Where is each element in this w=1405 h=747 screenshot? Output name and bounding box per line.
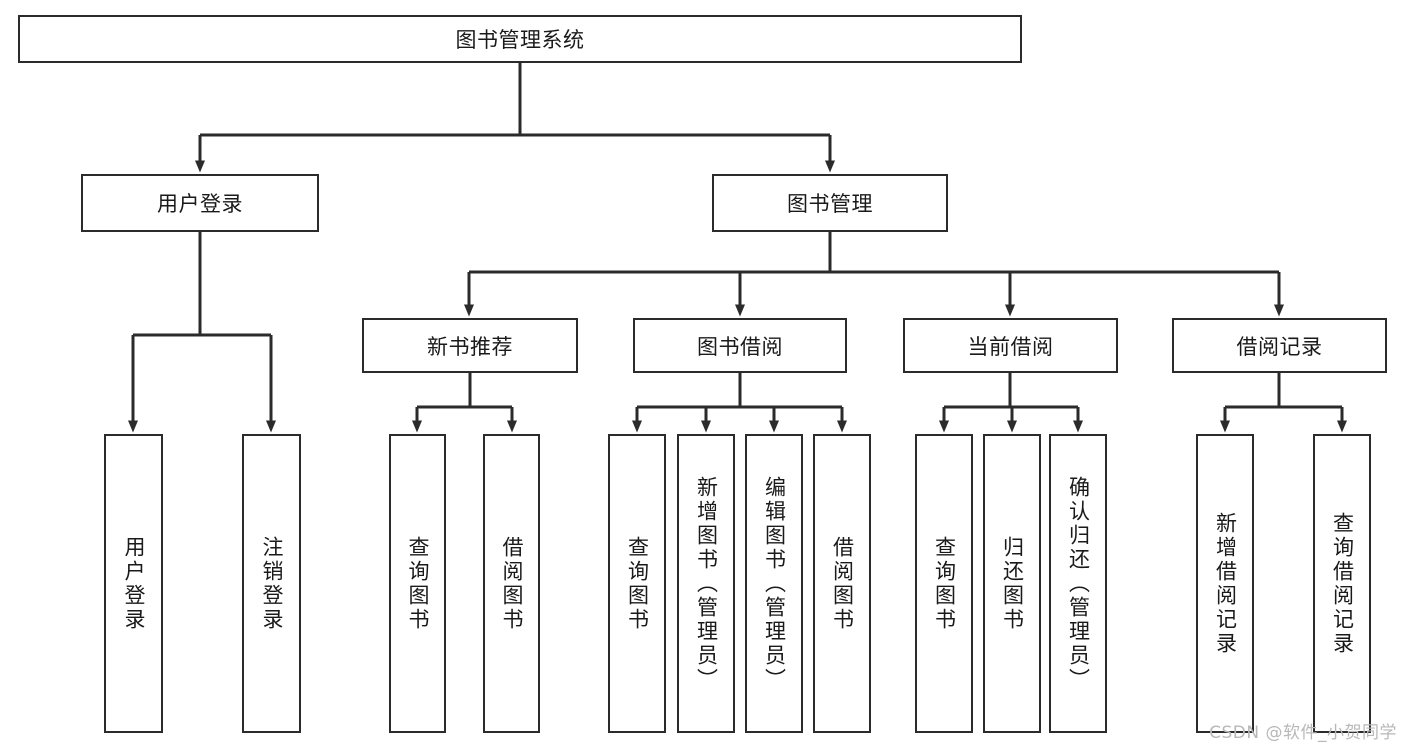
node-leaf-query-book-3[interactable]: 查询图书 <box>915 434 973 733</box>
node-label: 编辑图书（管理员） <box>762 475 787 692</box>
node-leaf-add-record[interactable]: 新增借阅记录 <box>1196 434 1254 733</box>
node-leaf-user-logout[interactable]: 注销登录 <box>242 434 301 733</box>
node-label: 图书管理系统 <box>455 28 585 52</box>
node-label: 用户登录 <box>157 192 243 216</box>
node-label: 图书借阅 <box>697 334 783 359</box>
node-label: 借阅图书 <box>500 535 524 632</box>
node-label: 用户登录 <box>122 535 146 632</box>
node-leaf-borrow-book-1[interactable]: 借阅图书 <box>483 434 540 733</box>
node-label: 新书推荐 <box>427 334 513 359</box>
node-label: 新增借阅记录 <box>1213 511 1238 656</box>
node-label: 新增图书（管理员） <box>694 475 719 692</box>
node-leaf-query-book-2[interactable]: 查询图书 <box>608 434 666 733</box>
node-label: 注销登录 <box>260 535 284 632</box>
node-leaf-borrow-book-2[interactable]: 借阅图书 <box>813 434 871 733</box>
node-label: 图书管理 <box>787 192 873 216</box>
node-leaf-return-book[interactable]: 归还图书 <box>983 434 1041 733</box>
node-label: 借阅图书 <box>830 535 855 632</box>
node-label: 当前借阅 <box>967 334 1054 359</box>
node-book-borrow[interactable]: 图书借阅 <box>633 318 847 373</box>
node-leaf-edit-book[interactable]: 编辑图书（管理员） <box>745 434 803 733</box>
node-user-login[interactable]: 用户登录 <box>81 174 319 232</box>
node-leaf-query-book-1[interactable]: 查询图书 <box>389 434 446 733</box>
node-label: 查询图书 <box>406 535 430 632</box>
node-leaf-confirm-return[interactable]: 确认归还（管理员） <box>1049 434 1107 733</box>
node-leaf-query-record[interactable]: 查询借阅记录 <box>1313 434 1371 733</box>
node-label: 确认归还（管理员） <box>1066 475 1091 692</box>
node-borrow-record[interactable]: 借阅记录 <box>1172 318 1387 373</box>
node-book-manage[interactable]: 图书管理 <box>712 174 948 232</box>
node-root-system[interactable]: 图书管理系统 <box>18 15 1022 63</box>
node-leaf-add-book[interactable]: 新增图书（管理员） <box>677 434 735 733</box>
node-current-borrow[interactable]: 当前借阅 <box>903 318 1118 373</box>
node-label: 查询图书 <box>932 535 957 632</box>
watermark-text: CSDN @软件_小贺同学 <box>1209 723 1397 743</box>
node-label: 查询借阅记录 <box>1330 511 1355 656</box>
node-label: 借阅记录 <box>1236 334 1323 359</box>
node-leaf-user-login[interactable]: 用户登录 <box>104 434 163 733</box>
node-label: 查询图书 <box>625 535 650 632</box>
node-label: 归还图书 <box>1000 535 1025 632</box>
node-new-book-recommend[interactable]: 新书推荐 <box>362 318 578 373</box>
